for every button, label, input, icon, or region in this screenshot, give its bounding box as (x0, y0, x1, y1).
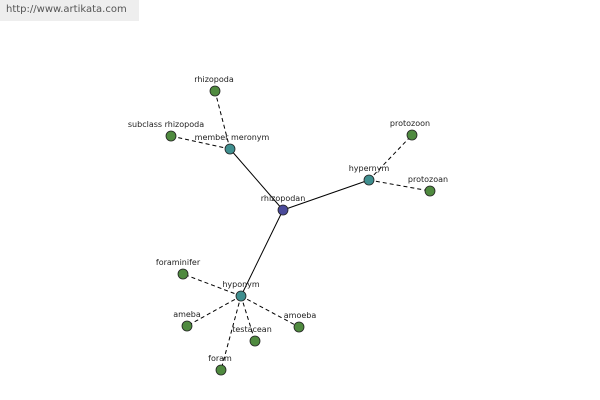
term-protozoan-label[interactable]: protozoan (408, 175, 448, 184)
edge-hypernym (282, 179, 370, 211)
edge-testacean (240, 295, 256, 342)
source-link[interactable]: http://www.artikata.com (0, 0, 139, 21)
term-rhizopoda-label[interactable]: rhizopoda (194, 75, 234, 84)
edge-foram (220, 295, 242, 371)
relation-hyponym-node[interactable] (235, 290, 247, 302)
relation-hypernym-node[interactable] (363, 174, 375, 186)
term-testacean-label[interactable]: testacean (232, 325, 272, 334)
center-rhizopodan-label[interactable]: rhizopodan (261, 194, 306, 203)
edge-ameba (186, 295, 242, 327)
edge-amoeba (240, 295, 300, 328)
edge-protozoon (368, 134, 413, 181)
term-subclass-rhizopoda-label[interactable]: subclass rhizopoda (128, 120, 204, 129)
term-foraminifer-node[interactable] (177, 268, 189, 280)
term-ameba-node[interactable] (181, 320, 193, 332)
term-foram-node[interactable] (215, 364, 227, 376)
relation-member-meronym-node[interactable] (224, 143, 236, 155)
relation-hyponym-label[interactable]: hyponym (222, 280, 260, 289)
edge-subclass-rhizopoda (170, 135, 231, 150)
term-foram-label[interactable]: foram (208, 354, 232, 363)
center-rhizopodan-node[interactable] (277, 204, 289, 216)
edge-rhizopoda (214, 90, 231, 150)
term-protozoon-node[interactable] (406, 129, 418, 141)
relation-hypernym-label[interactable]: hypernym (349, 164, 390, 173)
edge-hyponym (240, 209, 284, 297)
term-rhizopoda-node[interactable] (209, 85, 221, 97)
term-foraminifer-label[interactable]: foraminifer (156, 258, 201, 267)
term-ameba-label[interactable]: ameba (173, 310, 201, 319)
edge-foraminifer (182, 273, 242, 297)
term-testacean-node[interactable] (249, 335, 261, 347)
term-subclass-rhizopoda-node[interactable] (165, 130, 177, 142)
edge-member-meronym (229, 148, 284, 211)
term-amoeba-node[interactable] (293, 321, 305, 333)
term-amoeba-label[interactable]: amoeba (284, 311, 317, 320)
term-protozoan-node[interactable] (424, 185, 436, 197)
edge-protozoan (368, 179, 431, 192)
relation-member-meronym-label[interactable]: member meronym (195, 133, 270, 142)
term-protozoon-label[interactable]: protozoon (390, 119, 430, 128)
